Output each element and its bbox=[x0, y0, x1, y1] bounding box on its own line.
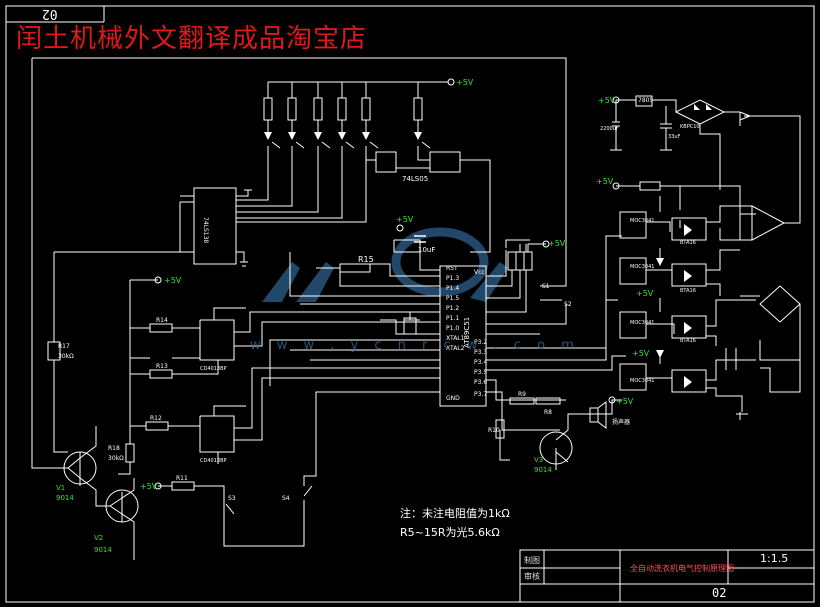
vcc-r-extra2-label: +5V bbox=[636, 289, 654, 298]
banner-text: 闰土机械外文翻译成品淘宝店 bbox=[16, 24, 368, 54]
pin-p10: P1.0 bbox=[446, 325, 459, 332]
triac2-label: BTA16 bbox=[680, 288, 696, 294]
triac1-label: BTA16 bbox=[680, 240, 696, 246]
r13-label: R13 bbox=[156, 363, 168, 370]
s2-label: S2 bbox=[564, 301, 572, 308]
opto4-label: MOC3041 bbox=[630, 378, 654, 384]
vcc-r-extra3-label: +5V bbox=[632, 349, 650, 358]
pin-p32: P3.2 bbox=[474, 339, 487, 346]
r18-value-label: 30kΩ bbox=[108, 455, 124, 462]
vcc-right1-label: +5V bbox=[548, 239, 566, 248]
pin-p37: P3.7 bbox=[474, 391, 487, 398]
pin-vcc: Vcc bbox=[474, 269, 485, 276]
cap-2200-label: 2200uF bbox=[600, 126, 619, 132]
r14-label: R14 bbox=[156, 317, 168, 324]
v3-label: V3 bbox=[534, 456, 543, 464]
v1-label: V1 bbox=[56, 484, 65, 492]
r9-label: R9 bbox=[518, 391, 526, 398]
opto1-label: MOC3041 bbox=[630, 218, 654, 224]
r10-label: R10 bbox=[488, 427, 500, 434]
title-block-scale: 1:1.5 bbox=[760, 552, 789, 565]
opto2-label: MOC3041 bbox=[630, 264, 654, 270]
pin-p12: P1.2 bbox=[446, 305, 459, 312]
v3-type-label: 9014 bbox=[534, 466, 552, 474]
r11-label: R11 bbox=[176, 475, 188, 482]
decoder-label: 74LS138 bbox=[202, 217, 209, 243]
s4-label: S4 bbox=[282, 495, 290, 502]
watermark-logo bbox=[262, 227, 508, 302]
vcc-speaker-label: +5V bbox=[616, 397, 634, 406]
component-glyphs bbox=[47, 78, 712, 523]
pin-p15: P1.5 bbox=[446, 295, 459, 302]
vcc-top-label: +5V bbox=[456, 78, 474, 87]
regulator-label: 7805 bbox=[638, 97, 653, 104]
cap-33-label: 33uF bbox=[668, 134, 681, 140]
pin-rst: RST bbox=[446, 265, 458, 272]
vcc-bottom-label: +5V bbox=[140, 482, 158, 491]
cap-10uf-label: 10uF bbox=[418, 246, 435, 254]
pin-p13: P1.3 bbox=[446, 275, 459, 282]
r12-label: R12 bbox=[150, 415, 162, 422]
r17-label: R17 bbox=[58, 343, 70, 350]
v2-type-label: 9014 bbox=[94, 546, 112, 554]
mcu-label: AT89C51 bbox=[463, 317, 471, 348]
pin-p11: P1.1 bbox=[446, 315, 459, 322]
title-block-reviewer-label: 审核 bbox=[524, 572, 540, 581]
r17-value-label: 30kΩ bbox=[58, 353, 74, 360]
pin-p36: P3.6 bbox=[474, 379, 487, 386]
pin-p33: P3.3 bbox=[474, 349, 487, 356]
vcc-r-extra1-label: +5V bbox=[596, 177, 614, 186]
s1-label: S1 bbox=[542, 283, 550, 290]
pin-xtal1: XTAL1 bbox=[446, 335, 465, 342]
watermark-url: w w w . y c n r c w . c o m bbox=[250, 338, 580, 353]
drawing-frame bbox=[5, 5, 815, 603]
opto3-label: MOC3041 bbox=[630, 320, 654, 326]
title-block-title: 全自动洗衣机电气控制原理图 bbox=[630, 564, 734, 573]
vcc-left-label: +5V bbox=[164, 276, 182, 285]
note-line-2: R5~15R为光5.6kΩ bbox=[400, 526, 500, 539]
pin-xtal2: XTAL2 bbox=[446, 345, 465, 352]
vcc-right2-label: +5V bbox=[598, 96, 616, 105]
r8-label: R8 bbox=[544, 409, 552, 416]
title-block-sheet-no: 02 bbox=[712, 586, 727, 600]
vcc-mid-label: +5V bbox=[396, 215, 414, 224]
pin-p14: P1.4 bbox=[446, 285, 459, 292]
cd4013a-label: CD4013BP bbox=[200, 366, 227, 372]
r18-label: R18 bbox=[108, 445, 120, 452]
component-labels: +5V +5V +5V +5V +5V +5V +5V +5V +5V +5V … bbox=[56, 78, 700, 554]
title-block bbox=[519, 549, 815, 603]
pin-p35: P3.5 bbox=[474, 369, 487, 376]
v1-type-label: 9014 bbox=[56, 494, 74, 502]
title-block-drafter-label: 制图 bbox=[524, 556, 540, 565]
v2-label: V2 bbox=[94, 534, 103, 542]
pin-gnd: GND bbox=[446, 395, 460, 402]
note-line-1: 注：未注电阻值为1kΩ bbox=[400, 507, 510, 520]
cd4013b-label: CD4013BP bbox=[200, 458, 227, 464]
nand-gate-label: 74LS05 bbox=[402, 175, 428, 183]
s3-label: S3 bbox=[228, 495, 236, 502]
bridge-label: KBPC10 bbox=[680, 124, 700, 130]
wire-network bbox=[31, 57, 801, 560]
pin-p34: P3.4 bbox=[474, 359, 487, 366]
r15-label: R15 bbox=[358, 255, 374, 264]
triac3-label: BTA16 bbox=[680, 338, 696, 344]
speaker-label: 扬声器 bbox=[612, 418, 630, 426]
